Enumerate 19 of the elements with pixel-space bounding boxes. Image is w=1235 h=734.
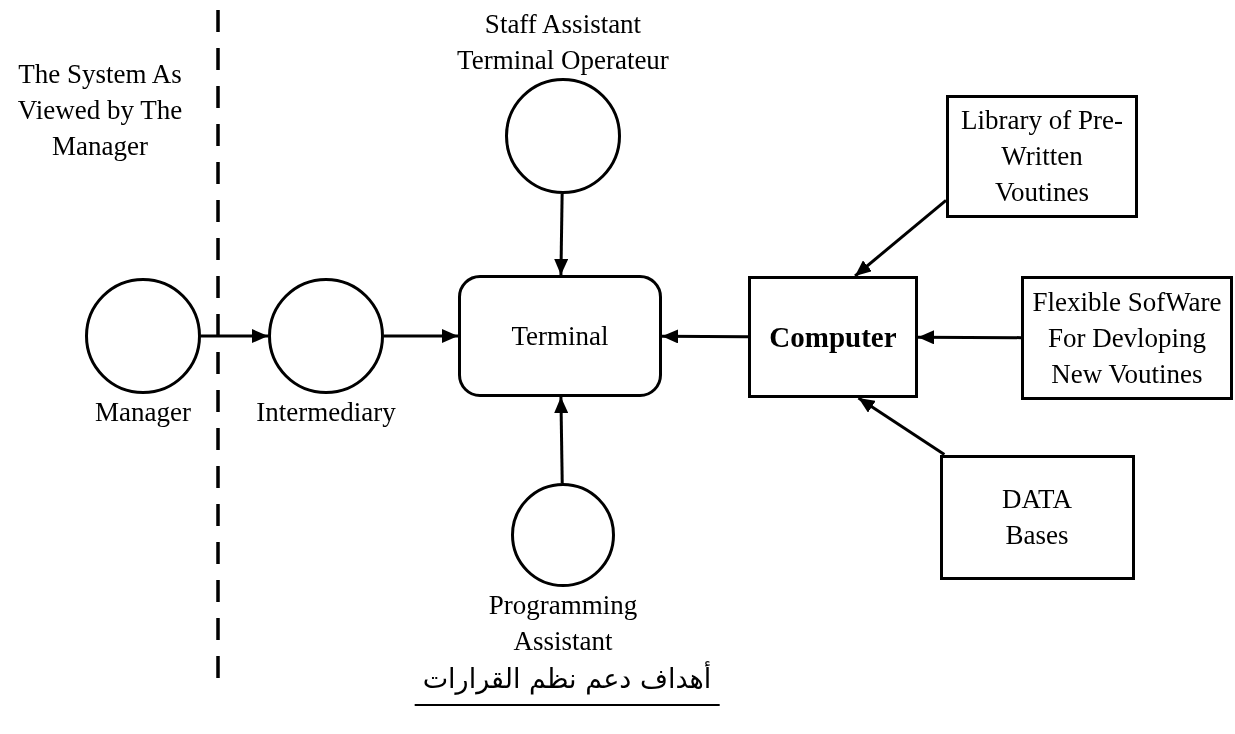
resource-box: Flexible SofWare For Devloping New Voutines — [1021, 276, 1233, 400]
arrow — [384, 329, 458, 343]
node-label: Programming Assistant — [487, 589, 639, 658]
node-label: Staff Assistant Terminal Operateur — [456, 8, 670, 77]
arrow — [554, 193, 569, 276]
resource-box: Library of Pre-Written Voutines — [946, 94, 1138, 218]
node-label: Manager — [94, 396, 192, 429]
arrow — [857, 396, 946, 456]
caption: أهداف دعم نظم القرارات — [414, 660, 720, 706]
arrow — [201, 329, 268, 343]
node-label: Intermediary — [255, 396, 397, 429]
computer-box: Computer — [748, 276, 918, 398]
terminal-box: Terminal — [458, 275, 662, 397]
arrow — [854, 199, 947, 278]
annotation-text: The System As Viewed by The Manager — [16, 58, 184, 163]
arrow — [918, 330, 1021, 345]
arrow — [554, 396, 569, 484]
arrow — [662, 329, 748, 344]
resource-box: DATA Bases — [939, 454, 1135, 580]
